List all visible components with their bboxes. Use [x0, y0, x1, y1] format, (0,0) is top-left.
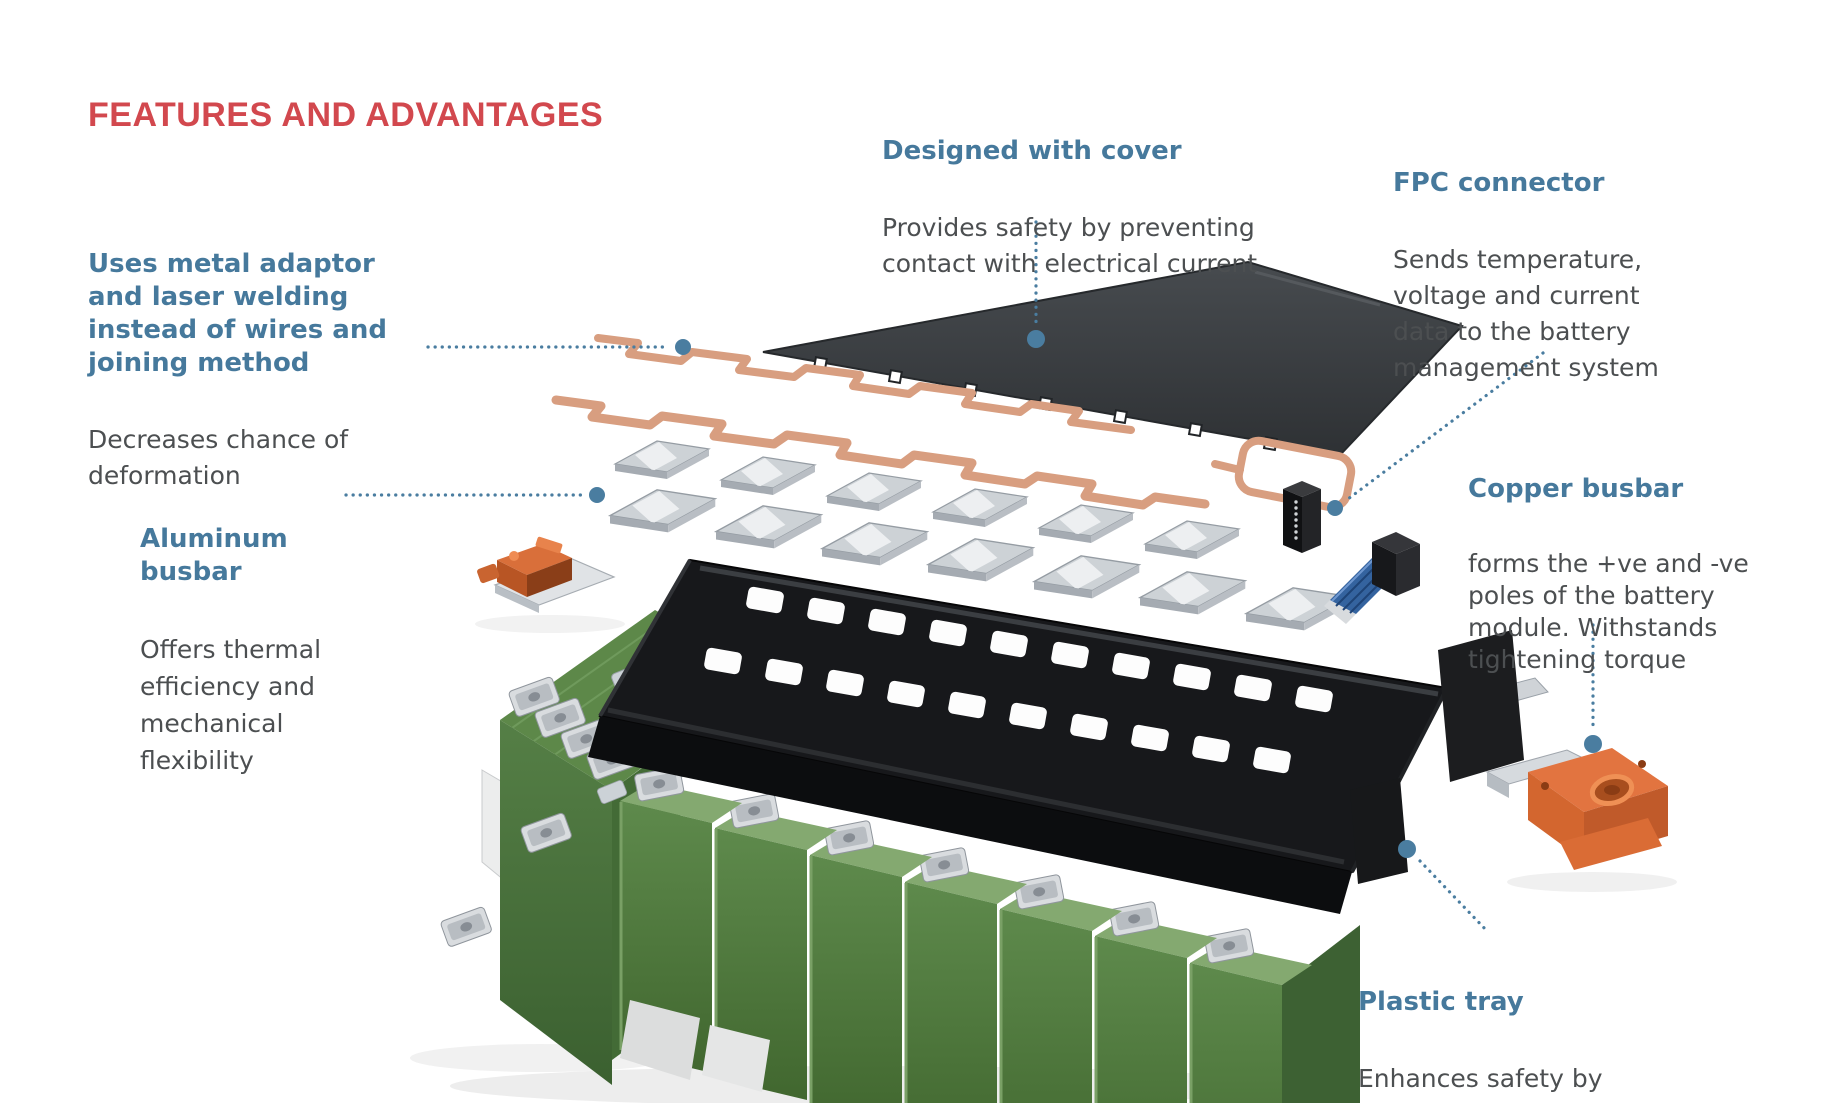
leader-dot-aluminum-busbar	[589, 487, 605, 503]
callout-copper-busbar: Copper busbar forms the +ve and -ve pole…	[1468, 437, 1798, 712]
callout-aluminum-busbar: Aluminum busbar Offers thermal efficienc…	[140, 487, 360, 815]
callout-body: Decreases chance of deformation	[88, 425, 349, 490]
callout-metal-adaptor: Uses metal adaptor and laser welding ins…	[88, 212, 428, 530]
callout-heading: Uses metal adaptor and laser welding ins…	[88, 249, 387, 378]
leader-dot-cover	[1027, 330, 1045, 348]
plastic-tray	[588, 558, 1549, 914]
leader-dot-metal-adaptor	[675, 339, 691, 355]
callout-body: forms the +ve and -ve poles of the batte…	[1468, 549, 1749, 674]
callout-body: Enhances safety by decreasing risk of ar…	[1358, 1064, 1665, 1103]
leader-dot-copper-busbar	[1584, 735, 1602, 753]
battery-cells-right-row	[619, 765, 1360, 1103]
callout-plastic-tray: Plastic tray Enhances safety by decreasi…	[1358, 950, 1728, 1103]
tray-holes	[704, 586, 1333, 774]
callout-heading: Plastic tray	[1358, 987, 1524, 1017]
leader-line-plastic-tray	[1418, 859, 1490, 934]
leader-dot-plastic-tray	[1398, 840, 1416, 858]
callout-body: Offers thermal efficiency and mechanical…	[140, 635, 322, 775]
callout-heading: Designed with cover	[882, 136, 1182, 166]
copper-busbar-terminal	[1485, 748, 1668, 870]
callout-body: Sends temperature, voltage and current d…	[1393, 245, 1659, 382]
callout-cover: Designed with cover Provides safety by p…	[882, 99, 1322, 318]
callout-heading: Aluminum busbar	[140, 524, 288, 587]
callout-body: Provides safety by preventing contact wi…	[882, 213, 1258, 278]
callout-heading: FPC connector	[1393, 168, 1605, 198]
callout-fpc-connector: FPC connector Sends temperature, voltage…	[1393, 131, 1703, 422]
fpc-connector	[1283, 481, 1321, 553]
leader-lines	[344, 220, 1602, 934]
metal-adaptor	[477, 536, 616, 613]
page-title: FEATURES AND ADVANTAGES	[88, 96, 604, 134]
callout-heading: Copper busbar	[1468, 474, 1684, 504]
fpc-ribbon-cable	[1324, 532, 1420, 624]
leader-line-fpc	[1346, 351, 1545, 501]
leader-dot-fpc	[1327, 500, 1343, 516]
